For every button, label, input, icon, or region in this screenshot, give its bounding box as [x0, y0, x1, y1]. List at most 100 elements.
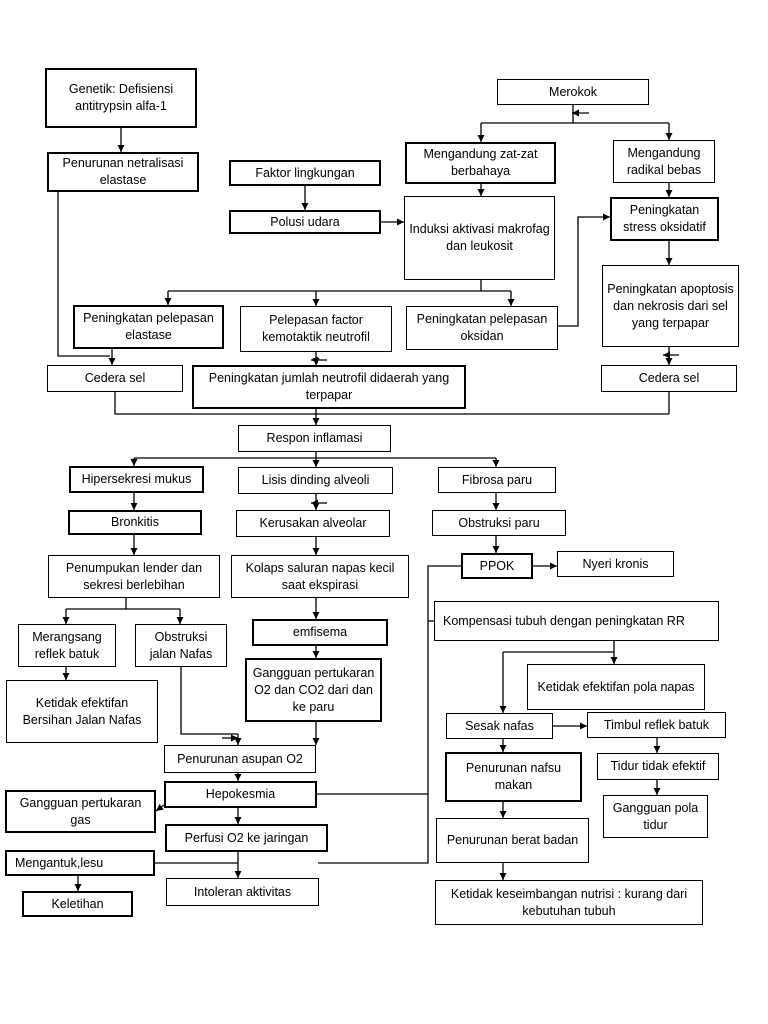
node-nyeri-kronis: Nyeri kronis	[557, 551, 674, 577]
arrowhead-39	[62, 617, 70, 624]
arrowhead-28	[492, 460, 500, 467]
arrowhead-60	[653, 746, 661, 753]
node-mengantuk: Mengantuk,lesu	[5, 850, 155, 876]
arrowhead-15	[507, 299, 515, 306]
arrowhead-4	[477, 135, 485, 142]
node-cedera-sel-kiri: Cedera sel	[47, 365, 183, 392]
node-pelepasan-elastase: Peningkatan pelepasan elastase	[73, 305, 224, 349]
arrowhead-57	[610, 657, 618, 664]
node-kolaps: Kolaps saluran napas kecil saat ekspiras…	[231, 555, 409, 598]
node-apoptosis: Peningkatan apoptosis dan nekrosis dari …	[602, 265, 739, 347]
arrowhead-18	[108, 358, 116, 365]
arrowhead-63	[499, 811, 507, 818]
arrowhead-58	[499, 706, 507, 713]
node-penurunan-netralisasi: Penurunan netralisasi elastase	[47, 152, 199, 192]
arrowhead-46	[312, 738, 320, 745]
node-radikal-bebas: Mengandung radikal bebas	[613, 140, 715, 183]
node-induksi: Induksi aktivasi makrofag dan leukosit	[404, 196, 555, 280]
arrowhead-59	[580, 722, 587, 730]
arrowhead-40	[176, 617, 184, 624]
node-hipersekresi: Hipersekresi mukus	[69, 466, 204, 493]
node-pelepasan-oksidan: Peningkatan pelepasan oksidan	[406, 306, 558, 350]
node-cedera-sel-kanan: Cedera sel	[601, 365, 737, 392]
arrowhead-53	[234, 871, 242, 878]
node-pola-napas: Ketidak efektifan pola napas	[527, 664, 705, 710]
arrowhead-48	[156, 804, 164, 811]
connector-21	[114, 392, 669, 415]
arrowhead-34	[492, 546, 500, 553]
arrowhead-13	[164, 298, 172, 305]
node-gangguan-pertukaran-gas: Gangguan pertukaran gas	[5, 790, 156, 833]
node-bronkitis: Bronkitis	[68, 510, 202, 535]
arrowhead-29	[130, 503, 138, 510]
node-bersihan-jalan: Ketidak efektifan Bersihan Jalan Nafas	[6, 680, 158, 743]
connector-16	[558, 216, 610, 327]
arrowhead-70	[231, 734, 238, 742]
node-fibrosa: Fibrosa paru	[438, 467, 556, 493]
arrowhead-67	[663, 351, 670, 359]
node-obstruksi-jalan: Obstruksi jalan Nafas	[135, 624, 227, 667]
connector-17	[57, 192, 110, 357]
node-kerusakan-alveolar: Kerusakan alveolar	[236, 510, 390, 537]
arrowhead-66	[572, 109, 579, 117]
arrowhead-1	[117, 145, 125, 152]
node-merokok: Merokok	[497, 79, 649, 105]
arrowhead-35	[550, 562, 557, 570]
node-genetik: Genetik: Defisiensi antitrypsin alfa-1	[45, 68, 197, 128]
node-zat-berbahaya: Mengandung zat-zat berbahaya	[405, 142, 556, 184]
arrowhead-41	[62, 673, 70, 680]
node-lisis: Lisis dinding alveoli	[238, 467, 393, 494]
arrowhead-69	[311, 499, 318, 507]
connector-36	[318, 565, 461, 864]
arrowhead-14	[312, 299, 320, 306]
node-berat-badan: Penurunan berat badan	[436, 818, 589, 863]
arrowhead-20	[665, 358, 673, 365]
node-faktor-lingkungan: Faktor lingkungan	[229, 160, 381, 186]
arrowhead-26	[130, 459, 138, 466]
arrowhead-27	[312, 460, 320, 467]
node-hipoksemia: Hepokesmia	[164, 781, 317, 808]
arrowhead-54	[74, 884, 82, 891]
node-intoleran: Intoleran aktivitas	[166, 878, 319, 906]
arrowhead-61	[653, 788, 661, 795]
arrowhead-31	[492, 503, 500, 510]
arrowhead-6	[301, 203, 309, 210]
arrowhead-42	[312, 612, 320, 619]
node-asupan-o2: Penurunan asupan O2	[164, 745, 316, 773]
arrowhead-8	[477, 189, 485, 196]
arrowhead-23	[312, 418, 320, 425]
arrowhead-68	[311, 356, 318, 364]
node-timbul-refleks: Timbul reflek batuk	[587, 712, 726, 738]
node-polusi-udara: Polusi udara	[229, 210, 381, 234]
node-ppok: PPOK	[461, 553, 533, 579]
node-pola-tidur: Gangguan pola tidur	[603, 795, 708, 838]
arrowhead-9	[665, 190, 673, 197]
arrowhead-64	[499, 873, 507, 880]
node-faktor-kemotaktik: Pelepasan factor kemotaktik neutrofil	[240, 306, 392, 352]
node-tidur-tidak-efektif: Tidur tidak efektif	[597, 753, 719, 780]
arrowhead-50	[234, 817, 242, 824]
node-jumlah-neutrofil: Peningkatan jumlah neutrofil didaerah ya…	[192, 365, 466, 409]
node-obstruksi-paru: Obstruksi paru	[432, 510, 566, 536]
node-nafsu-makan: Penurunan nafsu makan	[445, 752, 582, 802]
arrowhead-10	[665, 258, 673, 265]
node-gangguan-pertukaran-o2: Gangguan pertukaran O2 dan CO2 dari dan …	[245, 658, 382, 722]
arrowhead-62	[499, 745, 507, 752]
node-respon-inflamasi: Respon inflamasi	[238, 425, 391, 452]
arrowhead-33	[312, 548, 320, 555]
node-keletihan: Keletihan	[22, 891, 133, 917]
arrowhead-47	[234, 774, 242, 781]
node-stress-oksidatif: Peningkatan stress oksidatif	[610, 197, 719, 241]
connector-44	[180, 667, 238, 735]
node-sesak-nafas: Sesak nafas	[446, 713, 553, 739]
node-nutrisi: Ketidak keseimbangan nutrisi : kurang da…	[435, 880, 703, 925]
arrowhead-5	[665, 133, 673, 140]
arrowhead-43	[312, 651, 320, 658]
node-kompensasi: Kompensasi tubuh dengan peningkatan RR	[434, 601, 719, 641]
arrowhead-7	[397, 218, 404, 226]
node-perfusi: Perfusi O2 ke jaringan	[165, 824, 328, 852]
arrowhead-16	[603, 213, 610, 221]
arrowhead-32	[130, 548, 138, 555]
node-emfisema: emfisema	[252, 619, 388, 646]
